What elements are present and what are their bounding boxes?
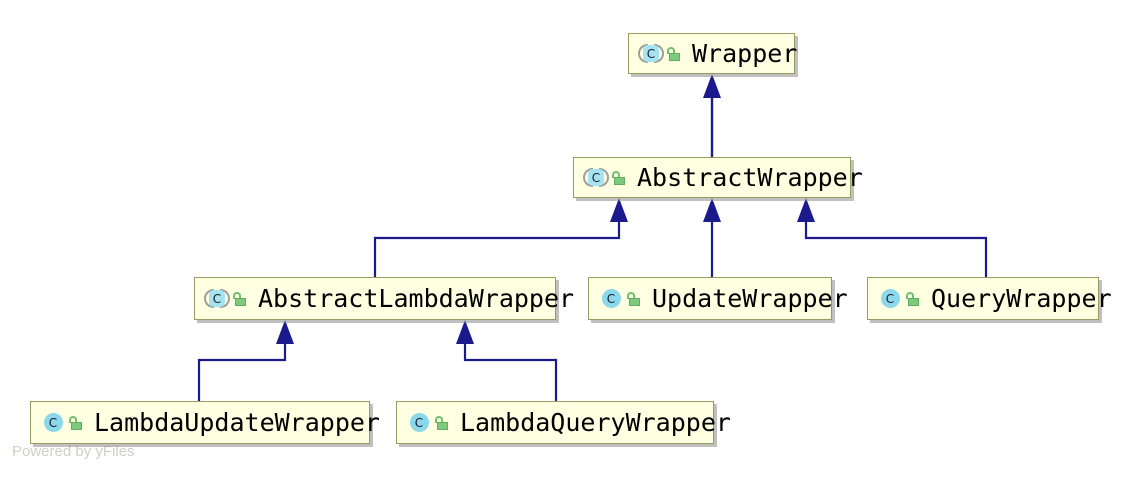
open-padlock-icon (625, 289, 643, 309)
node-label: Wrapper (692, 39, 798, 68)
abstract-arc-right (599, 167, 609, 187)
class-disc (602, 288, 621, 308)
node-icon-group: C (40, 412, 85, 434)
abstract-class-icon: C (583, 167, 609, 189)
edge-path-lambdaupdatewrapper-abstractlambdawrapper (197, 342, 287, 401)
class-icon: C (877, 288, 903, 310)
arrowhead-abstractwrapper-center (703, 198, 721, 222)
node-query-wrapper[interactable]: C QueryWrapper (867, 277, 1112, 320)
node-update-wrapper[interactable]: C UpdateWrapper (588, 277, 848, 320)
class-disc (588, 168, 604, 186)
padlock-body (437, 421, 448, 430)
class-disc (881, 288, 900, 308)
node-wrapper[interactable]: C Wrapper (628, 33, 798, 74)
node-icon-group: C (598, 288, 643, 310)
edge-path-querywrapper-abstractwrapper (804, 220, 988, 277)
class-icon: C (40, 412, 66, 434)
class-disc (209, 289, 225, 307)
arrowhead-abstractwrapper-right (797, 198, 815, 222)
node-lambda-update-wrapper[interactable]: C LambdaUpdateWrapper (30, 401, 380, 444)
padlock-body (71, 421, 82, 430)
arrowhead-group (276, 74, 815, 344)
arrowhead-abstractlambdawrapper-left (276, 320, 294, 344)
padlock-shackle (435, 415, 443, 423)
abstract-class-icon: C (204, 288, 230, 310)
node-label: LambdaQueryWrapper (460, 408, 731, 437)
node-label: AbstractWrapper (637, 163, 863, 192)
node-abstract-lambda-wrapper[interactable]: C AbstractLambdaWrapper (194, 277, 574, 320)
node-label: LambdaUpdateWrapper (94, 408, 380, 437)
padlock-shackle (612, 170, 620, 178)
edge-path-lambdaquerywrapper-abstractlambdawrapper (463, 342, 558, 401)
arrowhead-wrapper (703, 74, 721, 98)
class-letter-c: C (885, 291, 895, 306)
node-label: UpdateWrapper (652, 284, 848, 313)
node-icon-group: C (204, 288, 249, 310)
padlock-shackle (69, 415, 77, 423)
open-padlock-icon (433, 413, 451, 433)
abstract-arc-right (654, 43, 664, 63)
class-disc (410, 412, 429, 432)
abstract-class-icon: C (638, 43, 664, 65)
node-icon-group: C (638, 43, 683, 65)
edge-paths (197, 96, 988, 401)
yfiles-watermark: Powered by yFiles (12, 443, 135, 460)
padlock-shackle (906, 291, 914, 299)
abstract-arc-right (220, 288, 230, 308)
padlock-body (908, 297, 919, 306)
node-icon-group: C (877, 288, 922, 310)
padlock-shackle (667, 46, 675, 54)
padlock-shackle (627, 291, 635, 299)
class-icon: C (406, 412, 432, 434)
class-letter-c: C (414, 415, 424, 430)
abstract-arc-left (638, 43, 648, 63)
node-label: AbstractLambdaWrapper (258, 284, 575, 313)
class-letter-c: C (646, 46, 656, 61)
open-padlock-icon (231, 289, 249, 309)
class-letter-c: C (212, 291, 222, 306)
open-padlock-icon (67, 413, 85, 433)
open-padlock-icon (665, 44, 683, 64)
open-padlock-icon (610, 168, 628, 188)
abstract-arc-left (204, 288, 214, 308)
node-abstract-wrapper[interactable]: C AbstractWrapper (573, 157, 863, 198)
edge-path-abstractlambdawrapper-abstractwrapper (373, 220, 621, 277)
padlock-shackle (233, 291, 241, 299)
arrowhead-abstractlambdawrapper-right (456, 320, 474, 344)
abstract-arc-left (583, 167, 593, 187)
node-icon-group: C (583, 167, 628, 189)
node-label: QueryWrapper (931, 284, 1112, 313)
class-disc (643, 44, 659, 62)
class-disc (44, 412, 63, 432)
class-letter-c: C (606, 291, 616, 306)
node-icon-group: C (406, 412, 451, 434)
padlock-body (235, 297, 246, 306)
arrowhead-abstractwrapper-left (610, 198, 628, 222)
padlock-body (669, 52, 680, 61)
open-padlock-icon (904, 289, 922, 309)
class-letter-c: C (591, 170, 601, 185)
class-letter-c: C (48, 415, 58, 430)
padlock-body (629, 297, 640, 306)
class-icon: C (598, 288, 624, 310)
padlock-body (614, 176, 625, 185)
node-lambda-query-wrapper[interactable]: C LambdaQueryWrapper (396, 401, 731, 444)
